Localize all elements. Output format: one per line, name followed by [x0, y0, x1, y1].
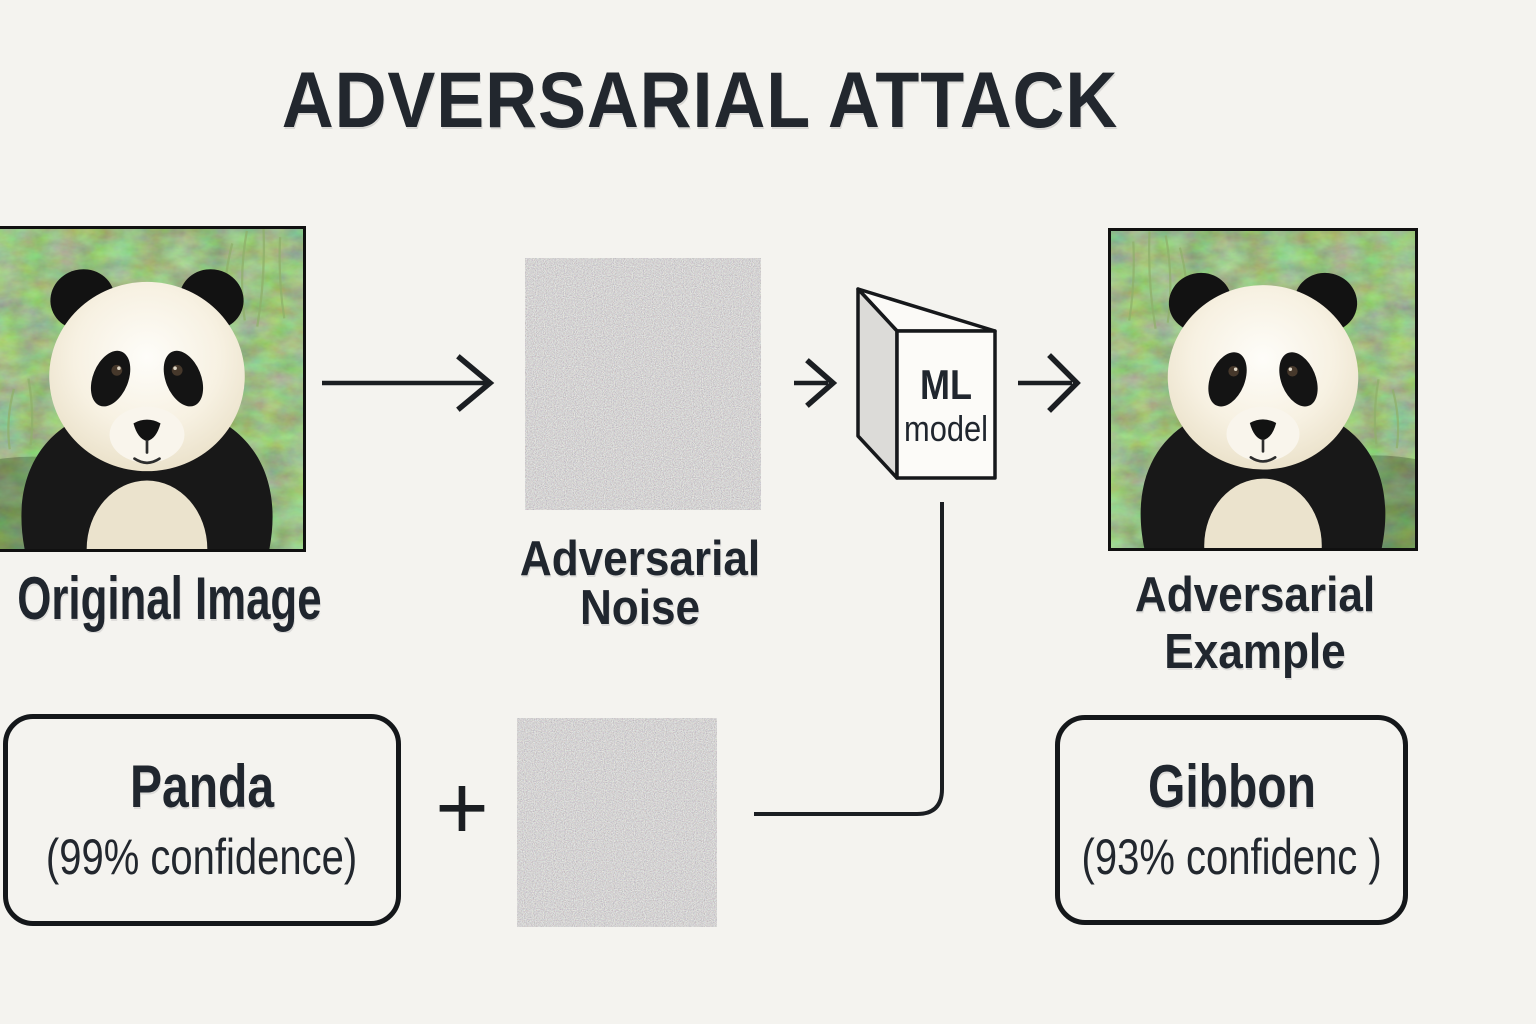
- original-panda-image: [0, 226, 306, 552]
- arrow-noise-to-model: [794, 358, 838, 408]
- original-class-label: Panda: [129, 753, 275, 820]
- connector-noise-to-model: [754, 502, 944, 816]
- adversarial-example-label-line2: Example: [1164, 625, 1346, 679]
- ml-model-label-line1: ML: [920, 361, 972, 408]
- adversarial-noise-label-line1: Adversarial: [519, 532, 761, 586]
- original-confidence-label: (99% confidence): [46, 829, 358, 885]
- page-title: ADVERSARIAL ATTACK: [281, 55, 1119, 144]
- adversarial-classification-box: Gibbon (93% confidenc ): [1055, 715, 1408, 925]
- adversarial-example-image: [1108, 228, 1418, 551]
- adversarial-example-label: Adversarial Example: [1116, 567, 1395, 681]
- ml-model-front-face: [895, 329, 997, 480]
- original-classification-box: Panda (99% confidence): [3, 714, 401, 926]
- ml-model-label-line2: model: [904, 408, 988, 449]
- original-image-label: Original Image: [17, 565, 322, 632]
- plus-operator: +: [435, 757, 489, 859]
- arrow-original-to-noise: [322, 354, 495, 412]
- adversarial-noise-label-line2: Noise: [579, 581, 701, 635]
- adversarial-example-label-line1: Adversarial: [1134, 568, 1376, 622]
- adversarial-noise-label: Adversarial Noise: [505, 535, 775, 633]
- adversarial-confidence-label: (93% confidenc ): [1081, 829, 1382, 885]
- adversarial-noise-square: [525, 258, 761, 510]
- arrow-model-to-example: [1018, 353, 1081, 413]
- adversarial-class-label: Gibbon: [1147, 753, 1316, 820]
- noise-patch-square: [517, 718, 717, 927]
- ml-model-box: [856, 287, 997, 480]
